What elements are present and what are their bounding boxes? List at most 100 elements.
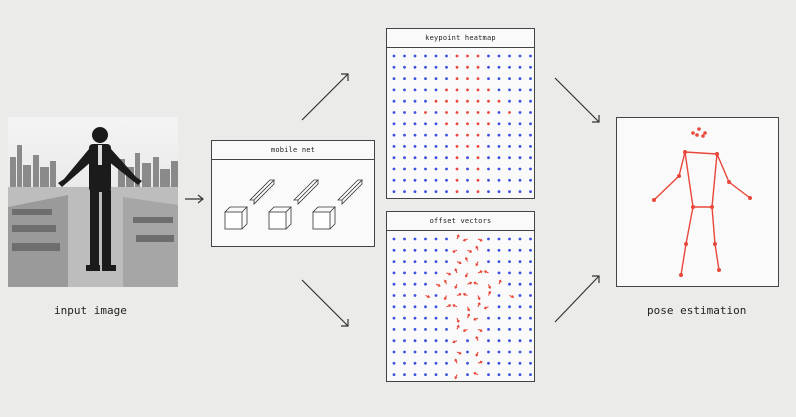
grid-dot <box>424 156 427 160</box>
grid-dot <box>476 145 480 148</box>
grid-dot <box>529 111 532 114</box>
grid-dot <box>445 54 448 58</box>
grid-dot <box>455 111 459 114</box>
grid-dot <box>413 260 417 263</box>
grid-dot <box>487 361 490 365</box>
offset-arrow <box>454 268 458 274</box>
grid-dot <box>487 237 490 241</box>
grid-dot <box>508 65 511 69</box>
grid-dot <box>508 99 511 103</box>
grid-dot <box>445 122 448 126</box>
grid-dot <box>434 99 438 103</box>
grid-dot <box>445 339 448 343</box>
grid-dot <box>455 133 459 137</box>
grid-dot <box>413 133 417 137</box>
grid-dot <box>518 361 522 365</box>
grid-dot <box>529 122 532 126</box>
grid-dot <box>434 260 438 263</box>
grid-dot <box>403 305 406 309</box>
offset-vectors-panel: offset vectors <box>386 211 535 382</box>
grid-dot <box>403 373 406 376</box>
grid-dot <box>434 339 438 343</box>
grid-dot <box>476 99 480 103</box>
grid-dot <box>434 237 438 241</box>
grid-dot <box>518 167 522 171</box>
grid-dot <box>518 54 522 58</box>
offset-arrow <box>425 294 431 299</box>
grid-dot <box>413 156 417 160</box>
grid-dot <box>392 260 396 263</box>
grid-dot <box>518 77 522 80</box>
offset-arrow <box>509 294 515 299</box>
offset-arrow <box>475 351 479 357</box>
grid-dot <box>413 237 417 241</box>
offset-arrow <box>443 279 448 285</box>
grid-dot <box>392 167 396 171</box>
grid-dot <box>434 271 438 275</box>
grid-dot <box>434 361 438 365</box>
grid-dot <box>403 99 406 103</box>
grid-dot <box>529 294 532 297</box>
grid-dot <box>529 190 532 194</box>
grid-dot <box>392 99 396 103</box>
offset-arrow <box>454 358 458 364</box>
grid-dot <box>392 350 396 354</box>
grid-dot <box>445 328 448 331</box>
grid-dot <box>487 65 490 69</box>
grid-dot <box>508 271 511 275</box>
grid-dot <box>455 156 459 160</box>
grid-dot <box>392 190 396 194</box>
grid-dot <box>424 167 427 171</box>
grid-dot <box>518 99 522 103</box>
grid-dot <box>434 77 438 80</box>
grid-dot <box>518 111 522 114</box>
grid-dot <box>403 328 406 331</box>
grid-dot <box>497 294 501 297</box>
grid-dot <box>529 361 532 365</box>
keypoint-heatmap-title: keypoint heatmap <box>387 29 534 48</box>
grid-dot <box>424 373 427 376</box>
grid-dot <box>518 294 522 297</box>
offset-arrow <box>454 283 458 289</box>
grid-dot <box>518 328 522 331</box>
grid-dot <box>529 77 532 80</box>
grid-dot <box>424 145 427 148</box>
heatmap-dot-grid <box>392 54 532 194</box>
offset-arrow <box>443 295 448 301</box>
grid-dot <box>466 111 469 114</box>
grid-dot <box>518 190 522 194</box>
grid-dot <box>508 339 511 343</box>
grid-dot <box>508 361 511 365</box>
grid-dot <box>413 361 417 365</box>
grid-dot <box>529 178 532 182</box>
grid-dot <box>424 122 427 126</box>
grid-dot <box>487 99 490 103</box>
offset-arrow <box>487 283 492 289</box>
grid-dot <box>529 145 532 148</box>
offset-arrow <box>477 328 483 333</box>
grid-dot <box>529 271 532 275</box>
grid-dot <box>487 260 490 263</box>
grid-dot <box>445 190 448 194</box>
grid-dot <box>424 339 427 343</box>
grid-dot <box>445 361 448 365</box>
offset-arrow <box>456 317 460 323</box>
offset-arrow <box>473 317 479 321</box>
grid-dot <box>476 167 480 171</box>
grid-dot <box>529 339 532 343</box>
grid-dot <box>413 111 417 114</box>
grid-dot <box>508 54 511 58</box>
offset-arrow <box>452 304 458 308</box>
grid-dot <box>466 156 469 160</box>
grid-dot <box>466 350 469 354</box>
grid-dot <box>413 271 417 275</box>
grid-dot <box>403 88 406 92</box>
grid-dot <box>497 122 501 126</box>
grid-dot <box>392 178 396 182</box>
grid-dot <box>445 77 448 80</box>
grid-dot <box>487 167 490 171</box>
grid-dot <box>445 248 448 252</box>
offset-arrow <box>446 304 452 308</box>
grid-dot <box>497 77 501 80</box>
grid-dot <box>403 156 406 160</box>
